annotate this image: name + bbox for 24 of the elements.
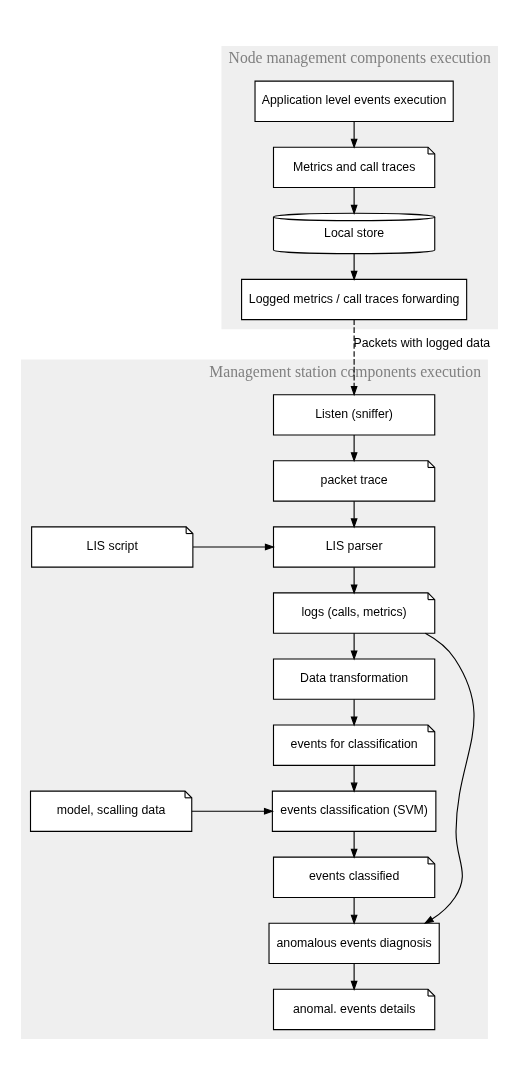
- node-box: LIS parser: [272, 525, 436, 568]
- arrow: [350, 632, 358, 661]
- arrow: [350, 830, 358, 859]
- arrow: [350, 962, 358, 991]
- node-box: Logged metrics / call traces forwarding: [241, 278, 468, 320]
- node-box: Data transformation: [272, 657, 436, 700]
- node-box: events classification (SVM): [271, 790, 437, 832]
- arrow: [350, 252, 358, 281]
- arrow: [350, 896, 358, 925]
- arrow: [350, 318, 358, 396]
- arrow: [423, 632, 475, 924]
- arrow: [350, 764, 358, 793]
- arrow: [350, 500, 358, 528]
- arrow: [350, 434, 358, 462]
- arrow: [350, 186, 358, 215]
- edge-label: Packets with logged data: [353, 335, 491, 350]
- arrow: [350, 698, 358, 727]
- node-box: anomalous events diagnosis: [268, 922, 440, 964]
- node-box: Application level events execution: [254, 80, 454, 122]
- arrow: [192, 542, 275, 550]
- arrow: [191, 807, 275, 815]
- arrow: [350, 566, 358, 594]
- arrow: [350, 120, 358, 149]
- node-box: Listen (sniffer): [272, 393, 436, 436]
